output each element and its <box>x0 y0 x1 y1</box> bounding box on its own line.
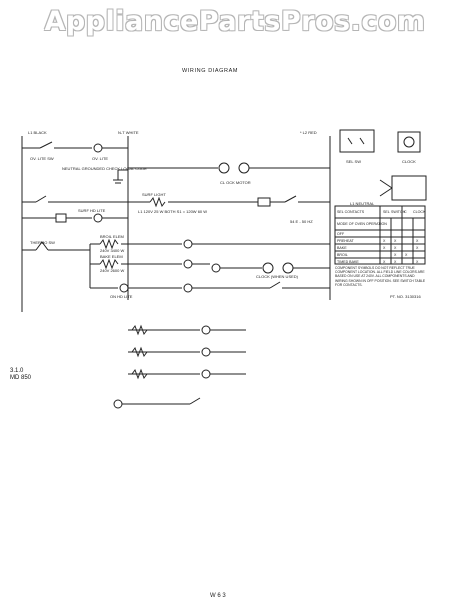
label-bake-elem: BAKE ELEM <box>100 254 123 259</box>
table-header-contacts: SEL CONTACTS <box>337 210 365 214</box>
table-mode-header: MODE OF OVEN OPERATION <box>337 222 387 226</box>
label-l1-neutral: L1 NEUTRAL <box>350 201 375 206</box>
label-l1: L1 BLACK <box>28 130 47 135</box>
table-mark: X <box>383 239 386 243</box>
table-header-c: C <box>404 210 407 214</box>
label-pt-no: PT. NO. 3130316 <box>390 294 421 299</box>
watermark: AppliancePartsPros.com <box>44 6 426 37</box>
table-row-mode: BAKE <box>337 246 347 250</box>
label-neutral-note: NEUTRAL GROUNDED CHECK LOCAL CODE <box>62 166 147 171</box>
label-l2: * L2 RED <box>300 130 317 135</box>
label-clock-when-used: CLOCK (WHEN USED) <box>256 274 299 279</box>
label-bake-spec: 240V 2600 W <box>100 268 124 273</box>
label-surf-light-spec: L1 120V 25 W BOTH S1 = 120W 60 W <box>138 209 207 214</box>
table-mark: X <box>394 253 397 257</box>
model-number: 3.1.0 MD 850 <box>10 368 31 382</box>
label-broil-elem: BROIL ELEM <box>100 234 124 239</box>
table-mark: X <box>383 246 386 250</box>
label-surf-hd-lite: SURF HD LITE <box>78 208 106 213</box>
table-header-switch: SWITCH <box>391 210 406 214</box>
label-neutral: N-T WHITE <box>118 130 139 135</box>
label-ov-lite: OV. LITE <box>92 156 108 161</box>
table-row-mode: TIMED BAKE <box>337 260 359 264</box>
table-mark: X <box>416 260 419 264</box>
label-sw-spec: 54 E - 50 HZ <box>290 219 313 224</box>
model-line-2: MD 850 <box>10 375 32 381</box>
model-line-1: 3.1.0 <box>10 368 24 374</box>
label-sel-sw: SEL SW <box>346 159 361 164</box>
label-surf-light: SURF LIGHT <box>142 192 166 197</box>
table-row-mode: OFF <box>337 232 345 236</box>
label-on-hd-lite: ON HD LITE <box>110 294 133 299</box>
table-mark: X <box>416 246 419 250</box>
label-clock: CLOCK <box>402 159 416 164</box>
table-mark: X <box>394 260 397 264</box>
table-note: COMPONENT SYMBOLS DO NOT REFLECT TRUE CO… <box>335 266 426 287</box>
table-row-mode: PREHEAT <box>337 239 355 243</box>
table-mark: X <box>405 253 408 257</box>
label-thermo-sw: THERMO SW <box>30 240 55 245</box>
diagram-title: WIRING DIAGRAM <box>182 68 239 74</box>
table-mark: X <box>383 260 386 264</box>
table-mark: X <box>394 239 397 243</box>
table-row-mode: BROIL <box>337 253 348 257</box>
table-mark: X <box>416 239 419 243</box>
label-broil-spec: 240V 3400 W <box>100 248 124 253</box>
label-clock-motor: CL OCK MOTOR <box>220 180 251 185</box>
table-header-sel: SEL <box>383 210 390 214</box>
label-ov-lite-sw: OV. LITE SW <box>30 156 54 161</box>
table-mark: X <box>394 246 397 250</box>
footer-text: W 6 3 <box>210 593 226 599</box>
table-header-clock: CLOCK <box>413 210 426 214</box>
